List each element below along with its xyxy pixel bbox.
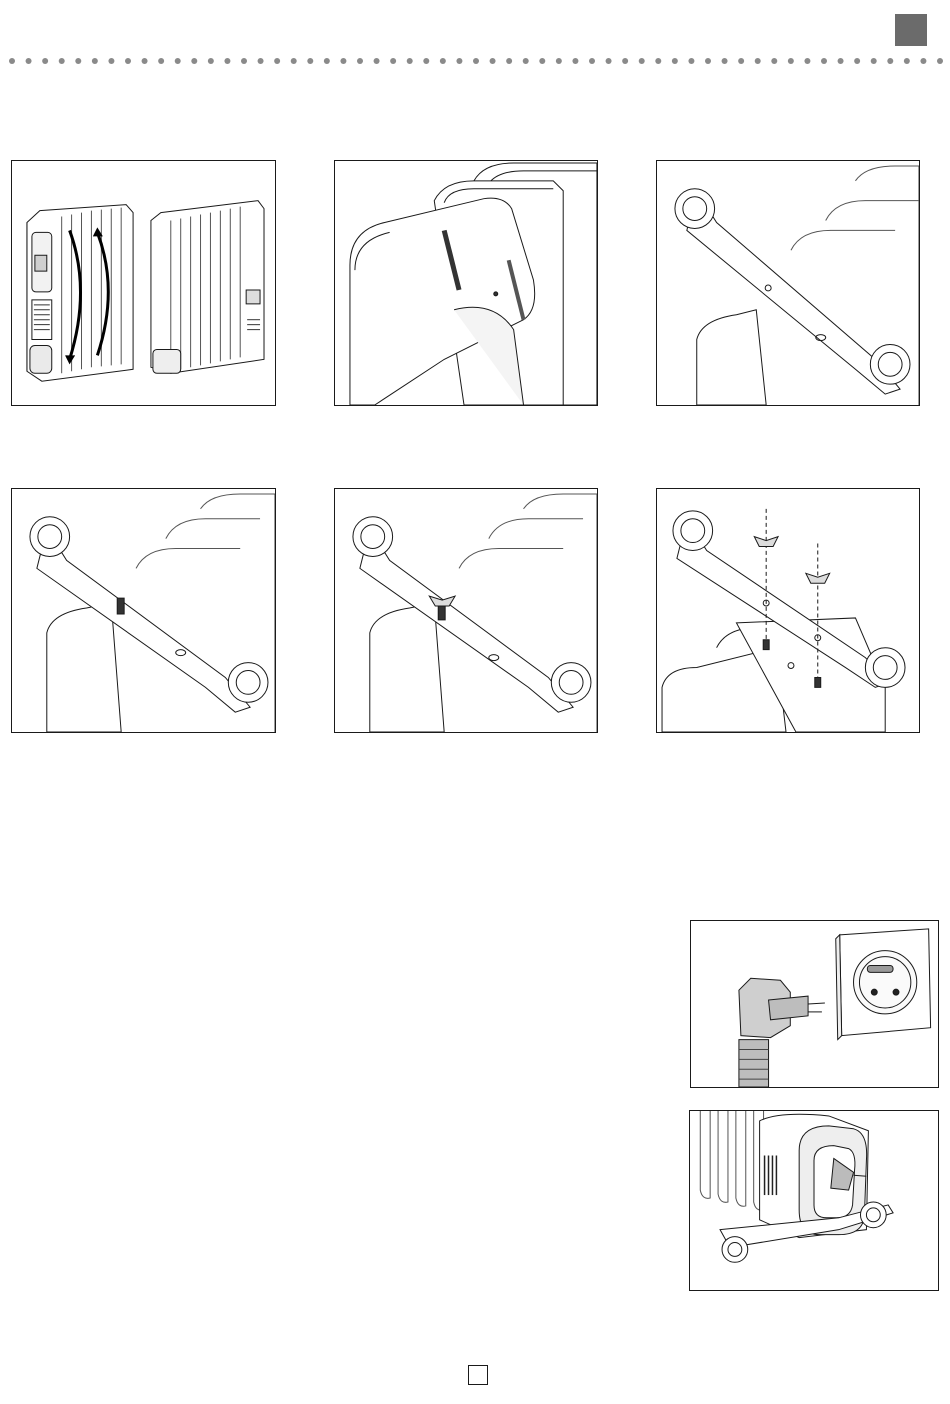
divider-dot (423, 58, 429, 64)
caster-wheel-icon (865, 648, 905, 688)
divider-dot (374, 58, 380, 64)
dotted-divider (6, 56, 946, 66)
divider-dot (506, 58, 512, 64)
figure-plug-socket (690, 920, 939, 1088)
caster-wheel-icon (551, 663, 591, 703)
power-plug-icon (739, 978, 825, 1087)
figure-cord-storage (689, 1110, 939, 1291)
divider-dot (705, 58, 711, 64)
divider-dot (672, 58, 678, 64)
divider-dot (9, 58, 15, 64)
divider-dot (804, 58, 810, 64)
heater-rear-illustration (151, 201, 264, 374)
divider-dot (639, 58, 645, 64)
divider-dot (539, 58, 545, 64)
figure-remove-fixing (334, 160, 598, 406)
divider-dot (937, 58, 943, 64)
divider-dot (191, 58, 197, 64)
divider-dot (125, 58, 131, 64)
divider-dot (473, 58, 479, 64)
divider-dot (920, 58, 926, 64)
wall-socket-icon (836, 929, 931, 1040)
divider-dot (572, 58, 578, 64)
divider-dot (722, 58, 728, 64)
divider-dot (887, 58, 893, 64)
page-number-box (468, 1365, 488, 1385)
divider-dot (142, 58, 148, 64)
divider-dot (390, 58, 396, 64)
divider-dot (440, 58, 446, 64)
caster-wheel-icon (870, 344, 910, 384)
divider-dot (854, 58, 860, 64)
caster-wheel-icon (228, 663, 268, 703)
divider-dot (871, 58, 877, 64)
figure-turn-heater (11, 160, 276, 406)
section-tab (895, 14, 927, 46)
divider-dot (26, 58, 32, 64)
divider-dot (407, 58, 413, 64)
divider-dot (241, 58, 247, 64)
divider-dot (274, 58, 280, 64)
divider-dot (340, 58, 346, 64)
caster-wheel-icon (30, 517, 70, 557)
divider-dot (291, 58, 297, 64)
caster-wheel-icon (860, 1202, 886, 1228)
divider-dot (606, 58, 612, 64)
divider-dot (738, 58, 744, 64)
divider-dot (821, 58, 827, 64)
divider-dot (224, 58, 230, 64)
heater-front-illustration (27, 205, 133, 382)
caster-wheel-icon (353, 517, 393, 557)
divider-dot (158, 58, 164, 64)
divider-dot (556, 58, 562, 64)
caster-wheel-icon (675, 189, 715, 229)
divider-dot (655, 58, 661, 64)
caster-wheel-icon (673, 511, 713, 551)
divider-dot (904, 58, 910, 64)
divider-dot (357, 58, 363, 64)
divider-dot (771, 58, 777, 64)
divider-dot (108, 58, 114, 64)
figure-place-bracket (656, 160, 920, 406)
divider-dot (307, 58, 313, 64)
bolt-icon (117, 598, 124, 614)
divider-dot (208, 58, 214, 64)
divider-dot (688, 58, 694, 64)
divider-dot (788, 58, 794, 64)
divider-dot (59, 58, 65, 64)
divider-dot (622, 58, 628, 64)
divider-dot (490, 58, 496, 64)
divider-dot (324, 58, 330, 64)
caster-wheel-icon (722, 1237, 748, 1263)
divider-dot (838, 58, 844, 64)
divider-dot (92, 58, 98, 64)
divider-dot (589, 58, 595, 64)
divider-dot (258, 58, 264, 64)
divider-dot (456, 58, 462, 64)
divider-dot (175, 58, 181, 64)
divider-dot (523, 58, 529, 64)
figure-second-bracket (656, 488, 920, 733)
divider-dot (75, 58, 81, 64)
divider-dot (42, 58, 48, 64)
divider-dot (755, 58, 761, 64)
figure-tighten-wing-nut (334, 488, 598, 733)
figure-bracket-on-bolt (11, 488, 276, 733)
